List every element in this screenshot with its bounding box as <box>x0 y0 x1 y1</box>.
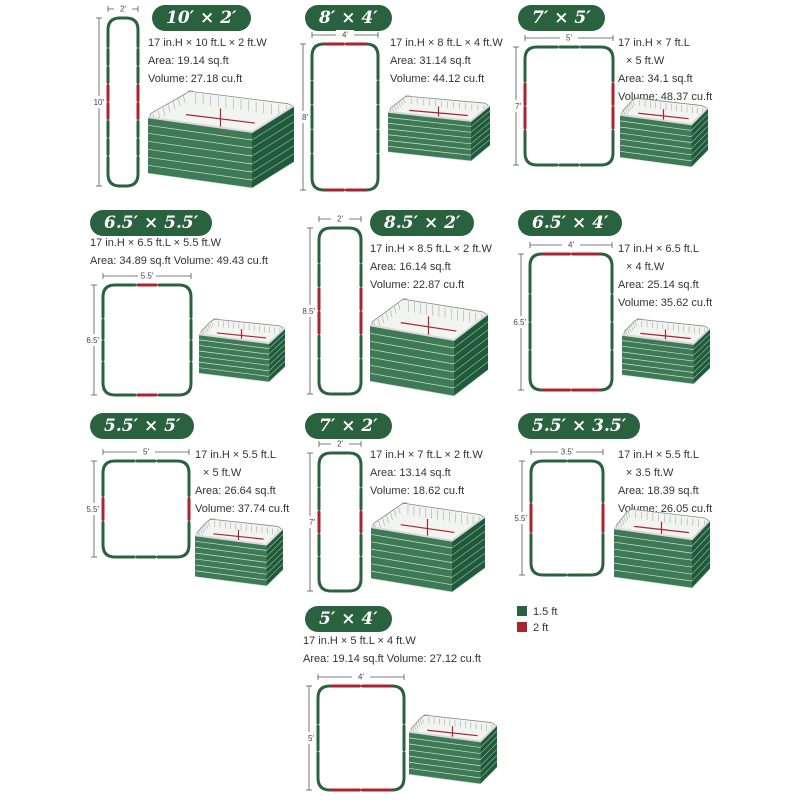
svg-text:4′: 4′ <box>358 673 364 682</box>
svg-text:5.5′: 5.5′ <box>141 272 154 281</box>
green-swatch <box>517 606 527 616</box>
bed-3d-illustration <box>387 95 491 162</box>
legend-item-green: 1.5 ft <box>517 606 557 618</box>
svg-text:7′: 7′ <box>515 102 521 111</box>
svg-text:4′: 4′ <box>342 31 348 40</box>
svg-text:6.5′: 6.5′ <box>86 336 99 345</box>
svg-text:2′: 2′ <box>337 215 343 224</box>
bed-plan-diagram: 2′ 10′ <box>94 4 140 188</box>
bed-plan-diagram: 5′ 5.5′ <box>86 447 191 559</box>
bed-3d-illustration <box>613 508 711 589</box>
bed-title: 5.5′ × 3.5′ <box>518 413 641 439</box>
bed-plan-diagram: 5.5′ 6.5′ <box>86 271 193 397</box>
bed-title: 5.5′ × 5′ <box>90 413 195 439</box>
bed-plan-diagram: 3.5′ 5.5′ <box>514 447 605 577</box>
bed-plan-diagram: 4′ 8′ <box>298 30 380 192</box>
bed-title: 8′ × 4′ <box>305 5 392 31</box>
bed-title: 8.5′ × 2′ <box>370 210 475 236</box>
legend-item-red: 2 ft <box>517 622 557 634</box>
red-swatch <box>517 622 527 632</box>
svg-text:8′: 8′ <box>302 113 308 122</box>
bed-plan-diagram: 5′ 7′ <box>511 33 615 167</box>
svg-text:6.5′: 6.5′ <box>513 318 526 327</box>
bed-title: 6.5′ × 4′ <box>518 210 623 236</box>
bed-plan-diagram: 4′ 5′ <box>304 672 406 792</box>
svg-text:5.5′: 5.5′ <box>86 505 99 514</box>
bed-plan-diagram: 4′ 6.5′ <box>513 240 614 392</box>
bed-plan-diagram: 2′ 7′ <box>305 439 363 593</box>
svg-text:2′: 2′ <box>120 5 126 14</box>
bed-title: 6.5′ × 5.5′ <box>90 210 213 236</box>
bed-3d-illustration <box>370 502 486 593</box>
bed-title: 7′ × 5′ <box>518 5 605 31</box>
bed-3d-illustration <box>619 97 709 168</box>
svg-text:7′: 7′ <box>309 518 315 527</box>
bed-3d-illustration <box>621 318 711 385</box>
svg-text:5.5′: 5.5′ <box>514 514 527 523</box>
svg-text:2′: 2′ <box>337 440 343 449</box>
bed-3d-illustration <box>147 90 295 189</box>
bed-title: 7′ × 2′ <box>305 413 392 439</box>
svg-text:5′: 5′ <box>143 448 149 457</box>
bed-3d-illustration <box>194 518 284 587</box>
legend: 1.5 ft 2 ft <box>517 606 557 634</box>
svg-text:8.5′: 8.5′ <box>302 307 315 316</box>
bed-3d-illustration <box>198 318 286 383</box>
svg-text:5′: 5′ <box>566 34 572 43</box>
bed-3d-illustration <box>408 714 498 785</box>
bed-title: 10′ × 2′ <box>152 5 251 31</box>
bed-plan-diagram: 2′ 8.5′ <box>302 214 363 396</box>
bed-title: 5′ × 4′ <box>305 606 392 632</box>
svg-text:10′: 10′ <box>94 98 105 107</box>
bed-3d-illustration <box>369 298 489 397</box>
svg-text:3.5′: 3.5′ <box>561 448 574 457</box>
svg-text:4′: 4′ <box>568 241 574 250</box>
svg-text:5′: 5′ <box>308 734 314 743</box>
